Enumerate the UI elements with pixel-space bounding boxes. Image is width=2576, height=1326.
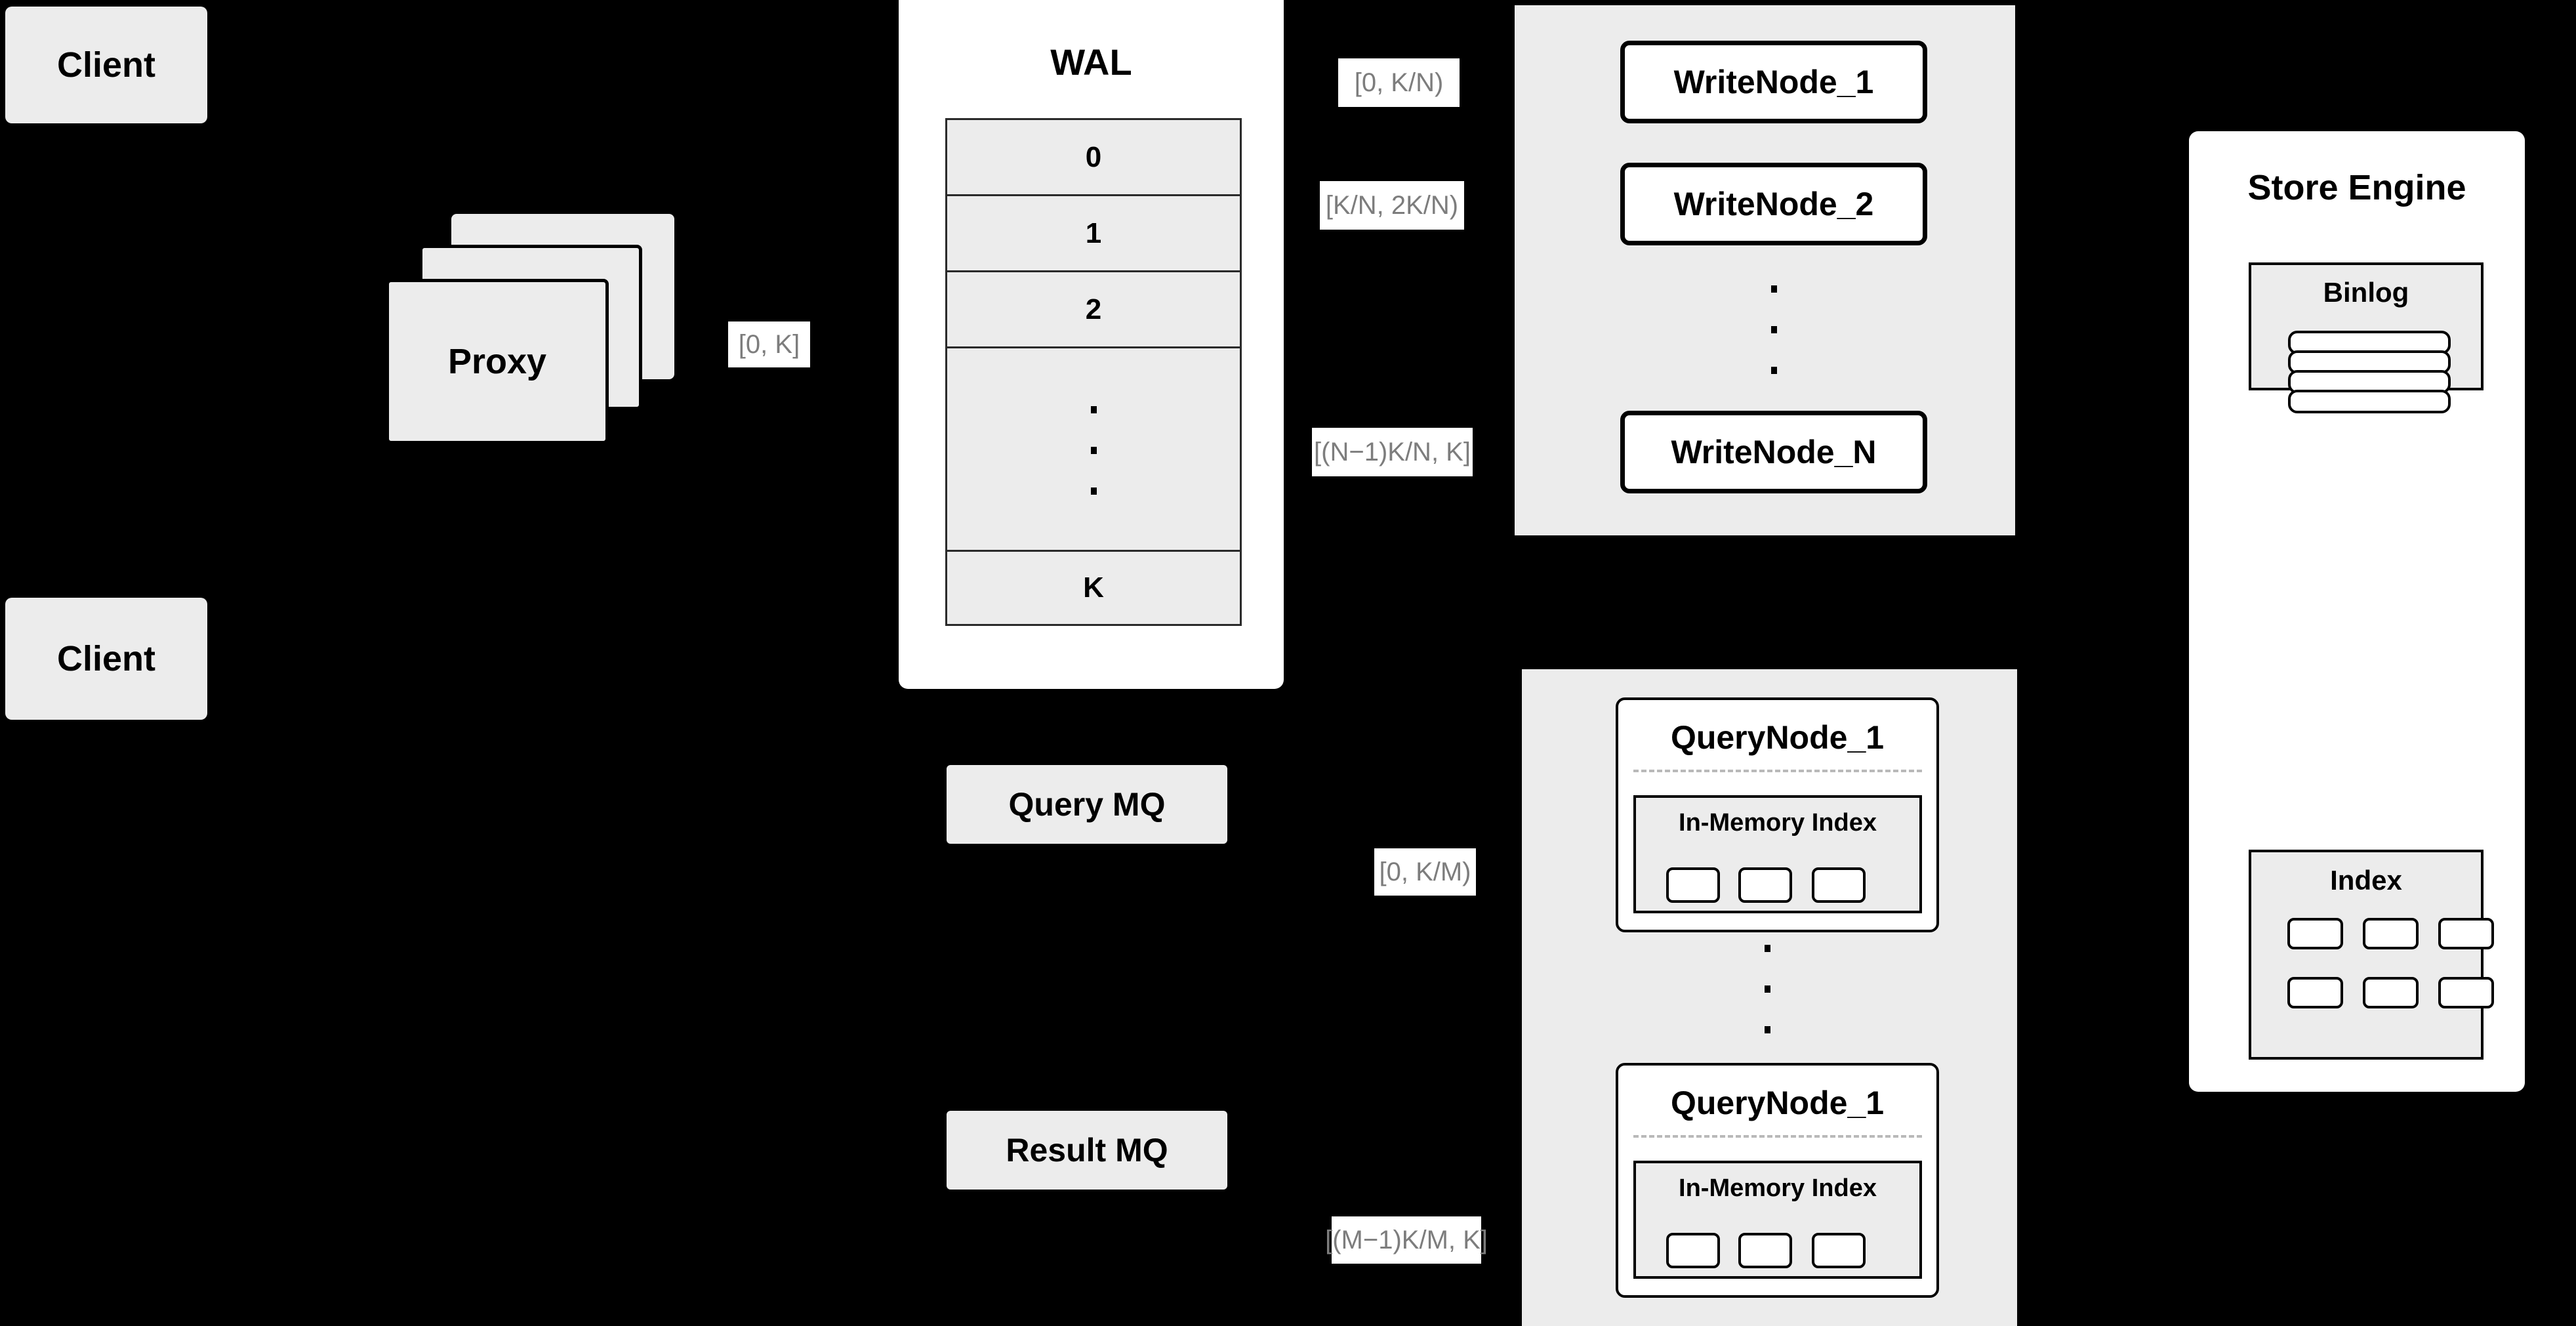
- query-node-1-index-title: In-Memory Index: [1633, 809, 1922, 837]
- wal-table: 0 1 2 K: [945, 118, 1242, 626]
- client-box-1[interactable]: Client: [5, 7, 207, 123]
- write-node-n[interactable]: WriteNode_N: [1620, 411, 1927, 493]
- query-node-1-index-cell-2[interactable]: [1738, 867, 1792, 903]
- query-node-1-divider: [1633, 770, 1922, 772]
- range-label-proxy-output-text: [0, K]: [738, 329, 800, 359]
- proxy-label: Proxy: [447, 342, 547, 381]
- query-node-m-label-text: QueryNode_1: [1670, 1085, 1885, 1121]
- wal-row-ellipsis: [947, 348, 1240, 552]
- query-node-m-index-cell-2[interactable]: [1738, 1233, 1792, 1268]
- range-label-writenode-n: [(N−1)K/N, K]: [1312, 428, 1473, 476]
- query-mq-box[interactable]: Query MQ: [947, 765, 1227, 844]
- range-label-proxy-output: [0, K]: [728, 321, 810, 367]
- wal-vertical-ellipsis: [1091, 406, 1097, 498]
- query-node-1-label: QueryNode_1: [1616, 718, 1939, 756]
- store-engine-title-text: Store Engine: [2247, 168, 2466, 207]
- query-mq-label: Query MQ: [1008, 786, 1166, 823]
- query-node-m-label: QueryNode_1: [1616, 1084, 1939, 1122]
- store-index-cell-4[interactable]: [2287, 977, 2343, 1008]
- wal-row-1[interactable]: 1: [947, 196, 1240, 272]
- client-label-1: Client: [56, 45, 155, 85]
- query-node-1-index-cell-3[interactable]: [1812, 867, 1866, 903]
- wal-row-label-2: 2: [1085, 293, 1102, 325]
- write-node-1-label: WriteNode_1: [1673, 64, 1874, 100]
- wal-row-0[interactable]: 0: [947, 120, 1240, 196]
- binlog-bar-4[interactable]: [2288, 390, 2451, 413]
- range-label-querynode-m-text: [(M−1)K/M, K]: [1325, 1225, 1488, 1254]
- result-mq-label: Result MQ: [1006, 1132, 1168, 1169]
- range-label-writenode-2: [K/N, 2K/N): [1320, 181, 1464, 230]
- client-label-2: Client: [56, 639, 155, 678]
- wal-row-label-0: 0: [1085, 140, 1102, 173]
- range-label-querynode-1-text: [0, K/M): [1379, 857, 1471, 886]
- write-node-2[interactable]: WriteNode_2: [1620, 163, 1927, 245]
- query-node-m-index-title: In-Memory Index: [1633, 1174, 1922, 1203]
- query-node-m-index-cell-3[interactable]: [1812, 1233, 1866, 1268]
- wal-title-text: WAL: [1050, 41, 1132, 83]
- query-node-1-index-cell-1[interactable]: [1666, 867, 1720, 903]
- wal-row-2[interactable]: 2: [947, 272, 1240, 348]
- query-node-1-index-title-text: In-Memory Index: [1679, 809, 1877, 837]
- store-index-cell-3[interactable]: [2438, 918, 2494, 949]
- write-cluster-vertical-ellipsis: [1771, 285, 1777, 377]
- store-index-cell-5[interactable]: [2363, 977, 2419, 1008]
- wal-row-label-k: K: [1083, 571, 1104, 604]
- write-node-n-label: WriteNode_N: [1671, 434, 1877, 470]
- wal-title: WAL: [899, 41, 1284, 83]
- write-node-1[interactable]: WriteNode_1: [1620, 41, 1927, 123]
- binlog-title: Binlog: [2249, 277, 2484, 308]
- range-label-querynode-1: [0, K/M): [1374, 848, 1476, 896]
- range-label-querynode-m: [(M−1)K/M, K]: [1325, 1216, 1488, 1264]
- wal-row-label-1: 1: [1085, 217, 1102, 249]
- range-label-writenode-1: [0, K/N): [1338, 58, 1460, 107]
- range-label-writenode-1-text: [0, K/N): [1354, 68, 1444, 97]
- write-node-2-label: WriteNode_2: [1673, 186, 1874, 222]
- query-node-m-index-cell-1[interactable]: [1666, 1233, 1720, 1268]
- store-index-cell-6[interactable]: [2438, 977, 2494, 1008]
- store-index-title: Index: [2249, 865, 2484, 896]
- client-box-2[interactable]: Client: [5, 598, 207, 720]
- result-mq-box[interactable]: Result MQ: [947, 1111, 1227, 1190]
- proxy-card-front[interactable]: Proxy: [386, 279, 609, 444]
- store-index-cell-1[interactable]: [2287, 918, 2343, 949]
- store-index-panel: [2249, 850, 2484, 1060]
- query-node-1-label-text: QueryNode_1: [1670, 719, 1885, 756]
- range-label-writenode-2-text: [K/N, 2K/N): [1325, 190, 1459, 220]
- wal-row-k[interactable]: K: [947, 552, 1240, 624]
- binlog-title-text: Binlog: [2323, 277, 2409, 308]
- range-label-writenode-n-text: [(N−1)K/N, K]: [1314, 437, 1471, 466]
- store-engine-title: Store Engine: [2189, 167, 2525, 208]
- query-cluster-vertical-ellipsis: [1765, 945, 1770, 1037]
- query-node-m-divider: [1633, 1135, 1922, 1138]
- query-node-m-index-title-text: In-Memory Index: [1679, 1174, 1877, 1202]
- store-index-title-text: Index: [2330, 865, 2402, 896]
- store-index-cell-2[interactable]: [2363, 918, 2419, 949]
